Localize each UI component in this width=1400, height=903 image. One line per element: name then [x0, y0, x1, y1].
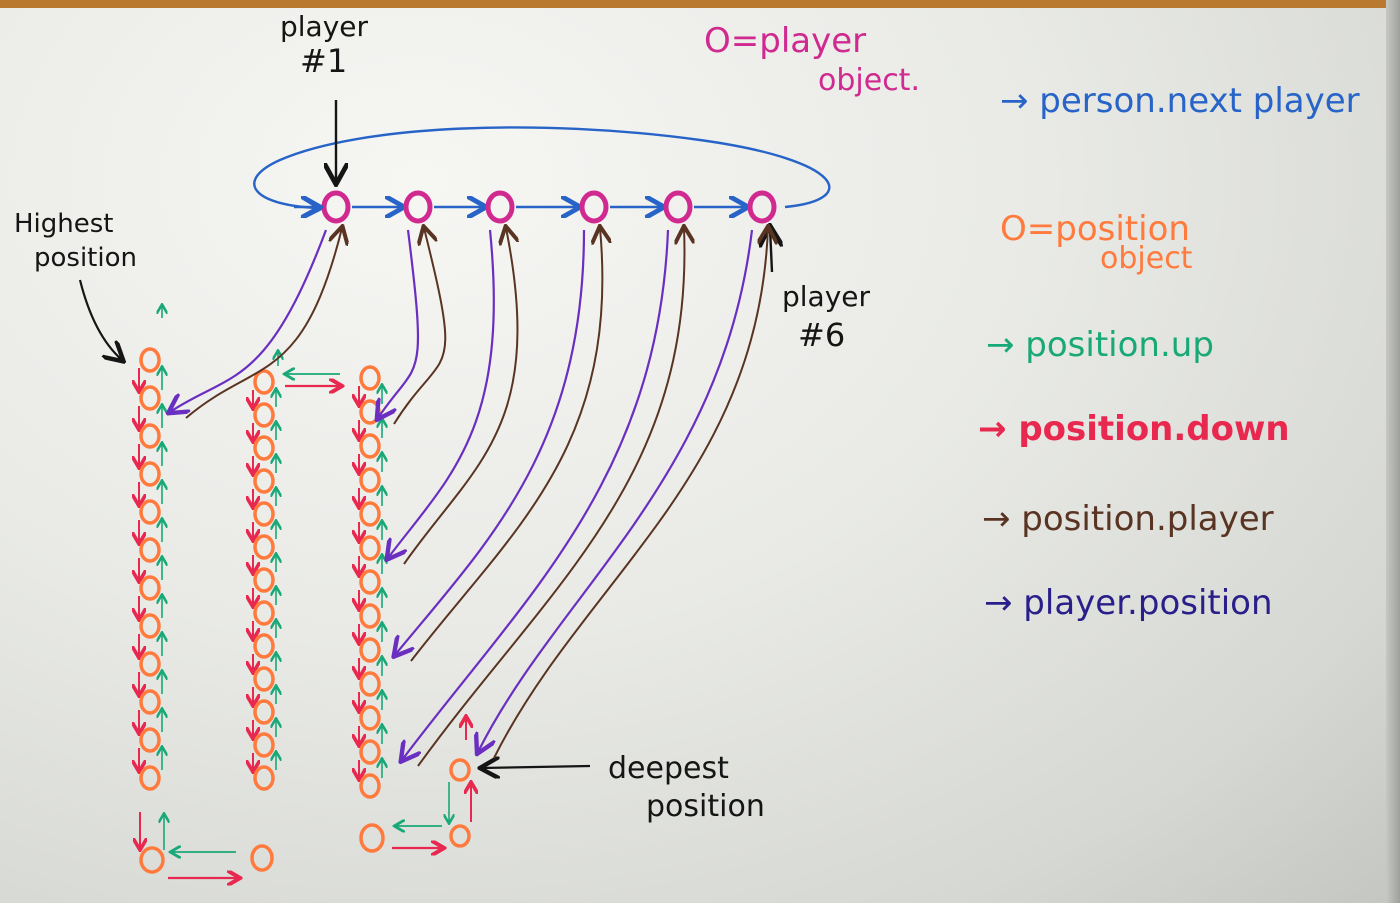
column-a-position — [139, 461, 161, 487]
column-a-position — [139, 651, 161, 677]
legend-position-player: → position.player — [982, 499, 1274, 539]
column-b-position — [253, 501, 275, 527]
column-b-position — [253, 765, 275, 791]
board-frame-right — [1386, 0, 1400, 903]
column-a-position — [139, 537, 161, 563]
player-1-label-line1: player — [280, 10, 369, 43]
highest-position-pointer — [78, 279, 122, 360]
player-object-6 — [747, 190, 777, 224]
player-objects — [294, 190, 777, 224]
legend-player-position: → player.position — [984, 583, 1273, 623]
column-a-position — [139, 499, 161, 525]
player-position-links — [170, 228, 768, 767]
column-b-position — [253, 666, 275, 692]
player-position-arrow-3 — [388, 229, 495, 558]
highest-position-label-line1: Highest — [14, 209, 114, 239]
column-b-position — [253, 633, 275, 659]
legend-position-up: → position.up — [986, 325, 1214, 365]
player-object-4 — [579, 190, 609, 224]
player-position-arrow-2 — [378, 229, 420, 418]
column-c-position — [359, 569, 381, 595]
column-b-position — [253, 732, 275, 758]
column-a-position — [139, 613, 161, 639]
column-a-position — [139, 423, 161, 449]
player-position-arrow-4 — [395, 229, 586, 655]
column-c-position — [359, 399, 381, 425]
column-c-position — [359, 637, 381, 663]
position-player-arrow-4 — [410, 228, 602, 662]
column-a-position — [139, 689, 161, 715]
player-position-arrow-1 — [170, 229, 328, 412]
player-1-label-line2: #1 — [300, 42, 347, 80]
column-c-position — [359, 433, 381, 459]
deepest-position-label-line1: deepest — [608, 751, 729, 786]
player-6-pointer — [770, 228, 772, 273]
player-6-label-line2: #6 — [798, 316, 845, 354]
player-6-label-line1: player — [782, 280, 871, 313]
player-object-1 — [321, 190, 351, 224]
legend-position-object-line2: object — [1100, 241, 1193, 276]
column-c-position — [359, 467, 381, 493]
player-position-arrow-6 — [478, 229, 754, 752]
column-c-position — [359, 671, 381, 697]
next-player-loop — [253, 126, 831, 208]
position-objects — [139, 306, 471, 878]
column-c-position — [359, 773, 381, 799]
column-b-position — [253, 600, 275, 626]
position-player-arrow-3 — [403, 228, 517, 565]
column-a-position — [139, 765, 161, 791]
position-player-arrow-2 — [393, 228, 447, 425]
column-c-position — [359, 705, 381, 731]
position-player-arrow-5 — [417, 228, 684, 767]
highest-position-label-line2: position — [34, 243, 137, 273]
column-b-position — [253, 468, 275, 494]
deepest-position — [449, 758, 471, 782]
player-object-3 — [485, 190, 515, 224]
column-c-position — [359, 603, 381, 629]
column-a-position — [139, 347, 161, 373]
player-object-2 — [403, 190, 433, 224]
column-c-bottom-position — [359, 823, 385, 853]
deepest-position-label-line2: position — [646, 789, 765, 824]
deepest-position-pointer — [482, 766, 591, 768]
board-frame-top — [0, 0, 1400, 8]
legend-position-object-line1: O=position — [1000, 209, 1190, 249]
column-b-position — [253, 534, 275, 560]
legend-next-player: → person.next player — [1000, 81, 1360, 121]
player-object-5 — [663, 190, 693, 224]
column-b-position — [253, 567, 275, 593]
column-c-position — [359, 365, 381, 391]
position-player-arrow-1 — [185, 228, 342, 419]
column-b-position — [253, 435, 275, 461]
legend-position-down: → position.down — [978, 409, 1290, 449]
column-b-position — [253, 402, 275, 428]
position-player-arrow-6 — [493, 228, 768, 759]
player-position-arrow-5 — [402, 229, 670, 760]
column-b-position — [253, 699, 275, 725]
column-b-bottom-position — [250, 844, 274, 872]
column-a-position — [139, 385, 161, 411]
column-d-bottom-position — [449, 824, 471, 848]
column-c-position — [359, 501, 381, 527]
column-c-position — [359, 739, 381, 765]
legend-player-object-line1: O=player — [704, 21, 866, 61]
column-b-position — [253, 369, 275, 395]
legend-player-object-line2: object. — [818, 63, 920, 98]
column-a-position — [139, 727, 161, 753]
column-c-position — [359, 535, 381, 561]
column-a-bottom-position — [139, 846, 165, 874]
column-a-position — [139, 575, 161, 601]
